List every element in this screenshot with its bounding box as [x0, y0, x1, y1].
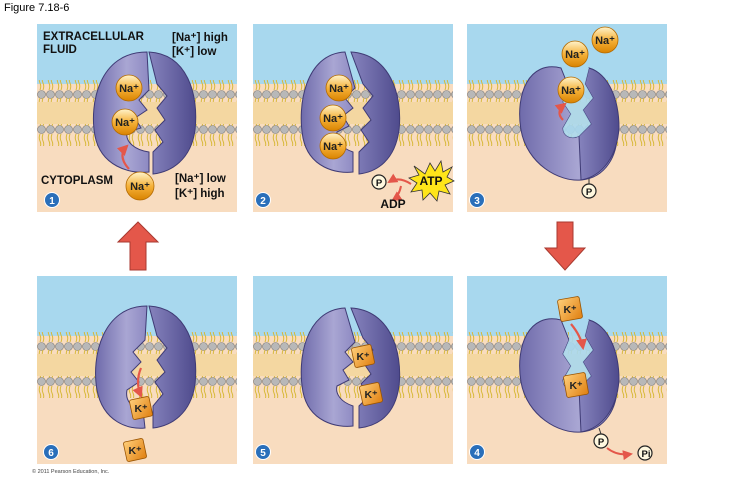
- potassium-ion: [557, 296, 583, 322]
- sodium-ion: [111, 108, 139, 136]
- step-badge: [469, 444, 485, 460]
- sodium-ion-label: Na⁺: [323, 141, 343, 153]
- potassium-ion: [359, 382, 383, 406]
- potassium-ion-label: K⁺: [128, 445, 142, 457]
- potassium-ion-label: K⁺: [563, 304, 577, 316]
- membrane-bottom-layer: [253, 124, 453, 146]
- sodium-ion-label: Na⁺: [323, 113, 343, 125]
- copyright-notice: © 2011 Pearson Education, Inc.: [32, 469, 110, 475]
- potassium-ion: [123, 438, 147, 462]
- potassium-ion-label: K⁺: [364, 389, 378, 401]
- step-number: 4: [474, 448, 480, 459]
- step-badge: [255, 192, 271, 208]
- flow-arrow-up: [116, 221, 160, 271]
- ion-movement-arrow: [554, 102, 567, 121]
- pump-protein-open-inside: [95, 305, 197, 429]
- panel-step-4: K⁺ K⁺ P Pi 4: [467, 276, 667, 464]
- step-number: 3: [474, 196, 480, 207]
- potassium-ion-label: K⁺: [356, 351, 370, 363]
- step-badge: [43, 444, 59, 460]
- sodium-ion-label: Na⁺: [595, 35, 615, 47]
- cytoplasm-label: CYTOPLASM: [41, 175, 113, 187]
- inorganic-phosphate-icon: [637, 445, 653, 461]
- ion-movement-arrow: [570, 323, 587, 351]
- potassium-ion: [129, 396, 153, 420]
- panel-step-2: Na⁺ Na⁺ Na⁺ ATP P ADP 2: [253, 24, 455, 212]
- sodium-ion: [319, 132, 347, 160]
- sodium-ion-label: Na⁺: [115, 117, 135, 129]
- atp-burst-icon: [408, 159, 455, 202]
- ion-movement-arrow: [132, 367, 143, 399]
- sodium-ion-label: Na⁺: [119, 83, 139, 95]
- phosphate-icon: [371, 174, 387, 190]
- ion-movement-arrow: [116, 144, 130, 170]
- outside-sodium-concentration: [Na⁺] high: [172, 32, 228, 44]
- sodium-ion-label: Na⁺: [561, 85, 581, 97]
- step-number: 6: [48, 448, 54, 459]
- phosphate-tether: [598, 427, 602, 435]
- inorganic-phosphate-label: Pi: [642, 449, 651, 460]
- pump-protein: [300, 307, 401, 429]
- phosphate-label: P: [586, 187, 593, 198]
- phosphate-release-arrow: [606, 447, 633, 461]
- sodium-ion-label: Na⁺: [565, 49, 585, 61]
- sodium-ion: [125, 171, 155, 201]
- step-number: 1: [49, 196, 55, 207]
- flow-arrow-down: [543, 221, 587, 271]
- adp-label: ADP: [380, 197, 405, 211]
- sodium-ion: [115, 74, 143, 102]
- extracellular-region: [253, 276, 453, 336]
- potassium-ion-label: K⁺: [134, 403, 148, 415]
- panel-step-1: Na⁺ Na⁺ Na⁺ EXTRACELLULAR FLUID [Na⁺] hi…: [37, 24, 237, 212]
- phosphate-label: P: [598, 437, 605, 448]
- step-badge: [469, 192, 485, 208]
- panel-step-6: K⁺ K⁺ 6: [37, 276, 237, 464]
- phosphate-icon: [593, 433, 609, 449]
- figure-label: Figure 7.18-6: [4, 2, 70, 14]
- outside-potassium-concentration: [K⁺] low: [172, 46, 216, 58]
- sodium-ion: [325, 74, 353, 102]
- potassium-ion: [351, 344, 375, 368]
- panel-step-3: Na⁺ Na⁺ Na⁺ P 3: [467, 24, 667, 212]
- phosphorylation-arrow: [387, 173, 412, 185]
- step-number: 2: [260, 196, 266, 207]
- step-badge: [44, 192, 60, 208]
- sodium-ion: [591, 26, 619, 54]
- extracellular-label-line2: FLUID: [43, 44, 77, 56]
- panel-step-5: K⁺ K⁺ 5: [253, 276, 453, 464]
- step-number: 5: [260, 448, 266, 459]
- inside-sodium-concentration: [Na⁺] low: [175, 173, 226, 185]
- membrane-bottom-layer: [253, 376, 453, 398]
- atp-label: ATP: [419, 174, 442, 188]
- phosphate-label: P: [376, 178, 383, 189]
- sodium-ion-label: Na⁺: [130, 181, 150, 193]
- potassium-ion-label: K⁺: [569, 380, 583, 392]
- sodium-ion: [561, 40, 589, 68]
- sodium-ion-label: Na⁺: [329, 83, 349, 95]
- phosphate-icon: [581, 183, 597, 199]
- potassium-ion: [563, 372, 589, 398]
- sodium-ion: [319, 104, 347, 132]
- extracellular-label-line1: EXTRACELLULAR: [43, 31, 145, 43]
- inside-potassium-concentration: [K⁺] high: [175, 188, 225, 200]
- membrane-core: [253, 102, 453, 124]
- pump-protein-open-outside: [519, 318, 620, 433]
- step-badge: [255, 444, 271, 460]
- adp-release-arrow: [391, 185, 403, 202]
- sodium-ion: [557, 76, 585, 104]
